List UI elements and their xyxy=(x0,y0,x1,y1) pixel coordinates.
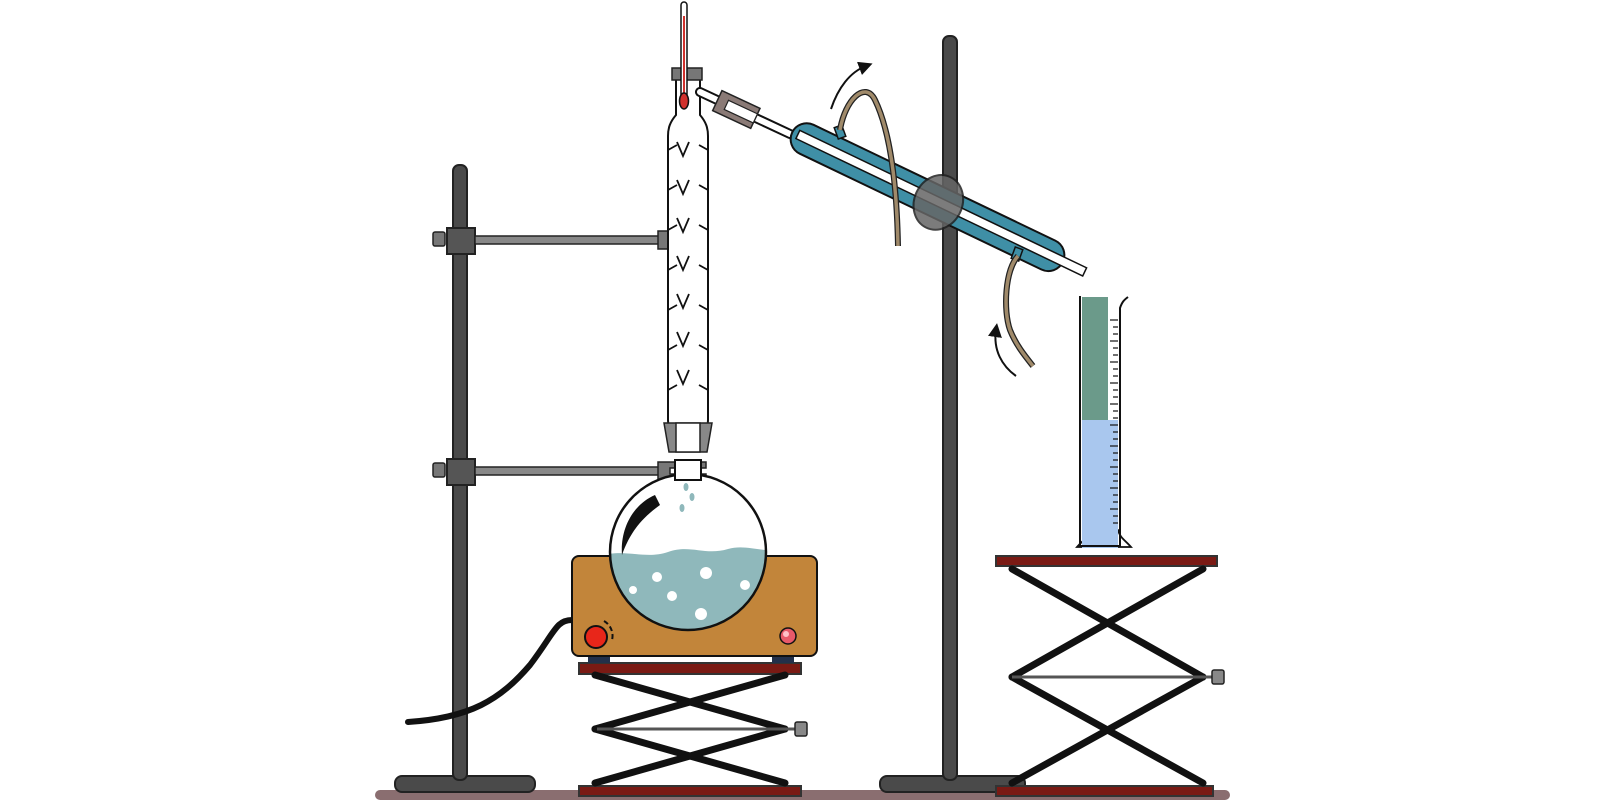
power-cord xyxy=(405,617,575,725)
cylinder-graduations xyxy=(1110,319,1118,524)
graduated-cylinder xyxy=(1075,296,1133,548)
cylinder-wall xyxy=(1079,296,1129,547)
right-jack-top-plate xyxy=(995,555,1218,567)
liebig-condenser xyxy=(789,122,1088,277)
knob-icon[interactable] xyxy=(584,620,614,649)
thumbscrew-icon[interactable] xyxy=(432,462,446,478)
right-jack-bottom-plate xyxy=(995,785,1214,797)
droplets xyxy=(679,483,695,512)
thermometer-bulb xyxy=(678,92,690,110)
fractionating-column xyxy=(663,67,795,453)
thumbscrew-icon[interactable] xyxy=(794,721,808,737)
left-lab-jack xyxy=(578,662,808,797)
vigreux-indentations xyxy=(667,141,709,391)
flask-highlight xyxy=(621,495,660,555)
cylinder-liquid xyxy=(1082,420,1118,548)
left-jack-top-plate xyxy=(578,662,802,675)
indicator-light-icon xyxy=(779,627,797,645)
right-stand-rod xyxy=(942,35,958,781)
right-lab-jack xyxy=(995,555,1225,797)
right-retort-stand xyxy=(879,35,1026,793)
cylinder-upper-band xyxy=(1082,297,1108,420)
left-jack-bottom-plate xyxy=(578,785,802,797)
thumbscrew-icon[interactable] xyxy=(1211,669,1225,685)
thumbscrew-icon[interactable] xyxy=(432,231,446,247)
upper-clamp[interactable] xyxy=(432,227,707,255)
thermometer-mercury xyxy=(683,16,685,96)
water-in-arrow xyxy=(988,323,1017,377)
water-out-arrow xyxy=(830,61,873,110)
bubbles xyxy=(629,567,750,620)
thermometer xyxy=(678,1,690,110)
condenser-clamp[interactable] xyxy=(905,167,972,238)
